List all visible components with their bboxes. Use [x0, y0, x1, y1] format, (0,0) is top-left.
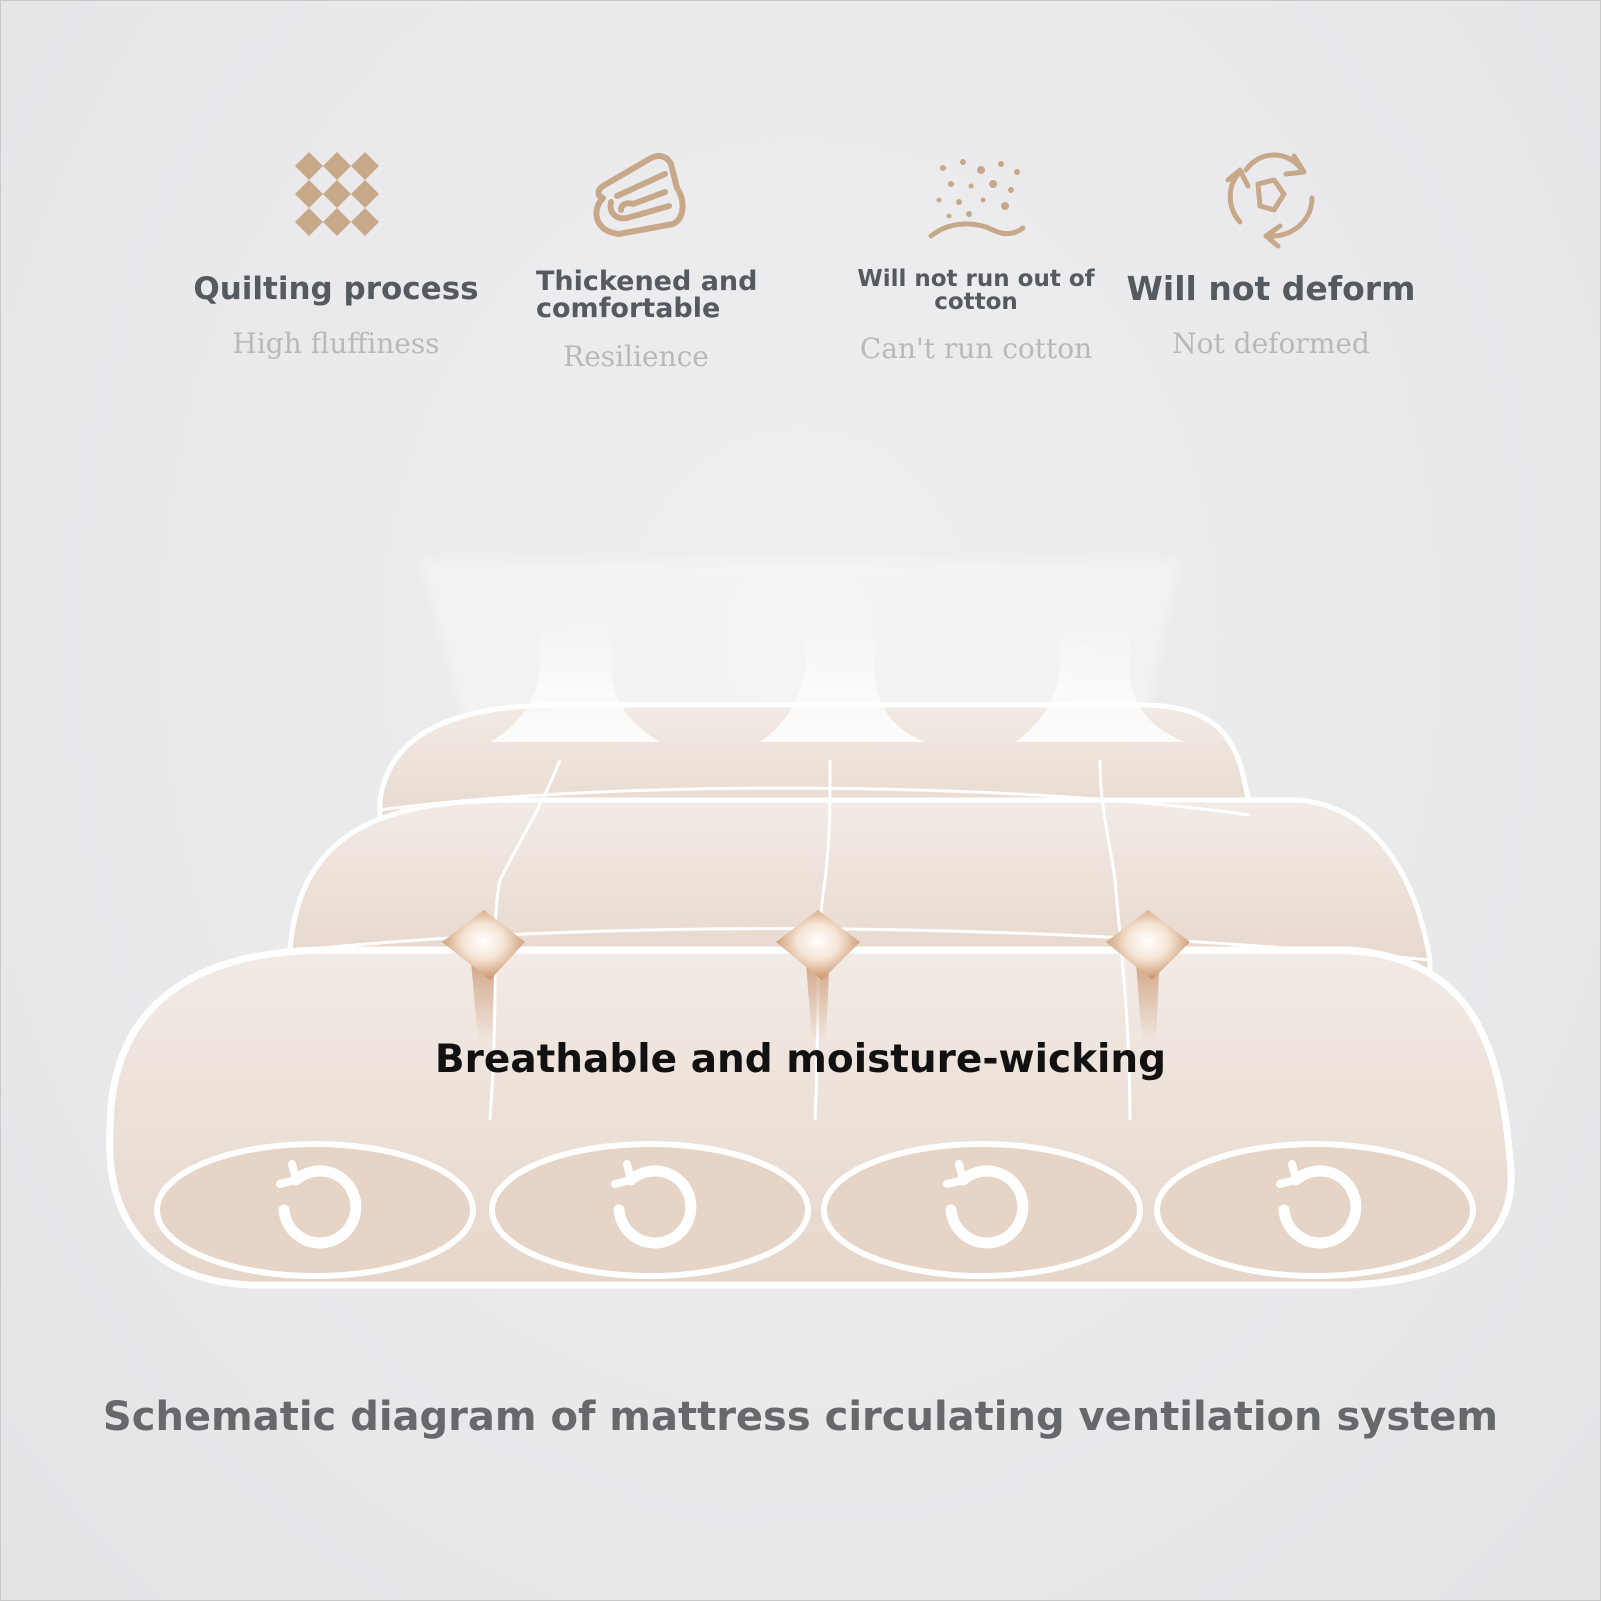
diagram-caption: Schematic diagram of mattress circulatin…	[102, 1394, 1499, 1440]
center-label: Breathable and moisture-wicking	[434, 1037, 1167, 1082]
air-inflow	[490, 620, 1185, 742]
folded-layers-icon	[593, 153, 686, 237]
moisture-diamonds	[442, 910, 1190, 980]
feature-quilting: Quilting process High fluffiness	[186, 140, 486, 360]
feature-subtitle: Can't run cotton	[859, 332, 1093, 365]
cotton-particles-icon	[928, 159, 1026, 239]
rotate-icon	[1276, 1160, 1362, 1249]
feature-title: Will not run out of cotton	[857, 266, 1095, 315]
feature-title: Thickened and comfortable	[536, 266, 758, 324]
feature-title: Will not deform	[1126, 269, 1416, 308]
feature-subtitle: High fluffiness	[232, 327, 440, 360]
ventilation-tubes	[154, 1141, 1476, 1279]
quilt-seams	[299, 759, 1431, 1121]
quilt-diamond-icon	[295, 152, 379, 236]
feature-subtitle: Not deformed	[1172, 327, 1370, 360]
feature-thickened: Thickened and comfortable Resilience	[486, 140, 786, 373]
rotate-icon	[611, 1160, 697, 1249]
recycle-arrows-icon	[1225, 152, 1315, 249]
circulation-icons	[276, 1160, 1362, 1249]
feature-deform: Will not deform Not deformed	[1116, 140, 1426, 360]
rotate-icon	[276, 1160, 362, 1249]
mattress-diagram	[106, 560, 1515, 1289]
feature-subtitle: Resilience	[563, 340, 709, 373]
rotate-icon	[943, 1160, 1029, 1249]
feature-cotton: Will not run out of cotton Can't run cot…	[826, 140, 1126, 365]
feature-title: Quilting process	[193, 271, 479, 307]
